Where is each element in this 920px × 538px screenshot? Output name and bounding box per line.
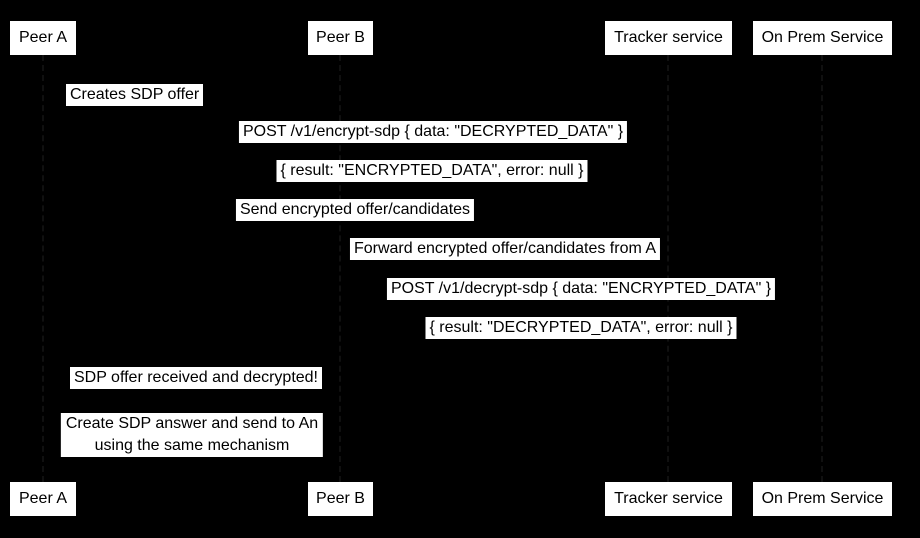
note-line-1: Create SDP answer and send to An [65,415,319,432]
lifeline-peer-b [339,55,341,482]
message-post-encrypt-sdp: POST /v1/encrypt-sdp { data: "DECRYPTED_… [238,121,628,143]
message-post-decrypt-sdp: POST /v1/decrypt-sdp { data: "ENCRYPTED_… [386,278,776,300]
message-forward-encrypted-offer: Forward encrypted offer/candidates from … [349,238,661,260]
message-encrypt-result: { result: "ENCRYPTED_DATA", error: null … [276,160,588,182]
participant-peer-a-top: Peer A [10,21,76,55]
lifeline-peer-a [42,55,44,482]
message-creates-sdp-offer: Creates SDP offer [66,84,204,106]
participant-peer-a-bottom: Peer A [10,482,76,516]
participant-tracker-service-bottom: Tracker service [605,482,732,516]
lifeline-tracker-service [667,55,669,482]
message-send-encrypted-offer: Send encrypted offer/candidates [235,199,475,221]
participant-on-prem-service-bottom: On Prem Service [753,482,892,516]
participant-on-prem-service-top: On Prem Service [753,21,892,55]
message-decrypt-result: { result: "DECRYPTED_DATA", error: null … [425,317,737,339]
lifeline-on-prem-service [821,55,823,482]
note-line-2: using the same mechanism [94,437,290,454]
participant-tracker-service-top: Tracker service [605,21,732,55]
message-sdp-offer-received: SDP offer received and decrypted! [70,367,322,389]
note-create-sdp-answer: Create SDP answer and send to An using t… [60,413,324,457]
participant-peer-b-top: Peer B [308,21,373,55]
participant-peer-b-bottom: Peer B [308,482,373,516]
